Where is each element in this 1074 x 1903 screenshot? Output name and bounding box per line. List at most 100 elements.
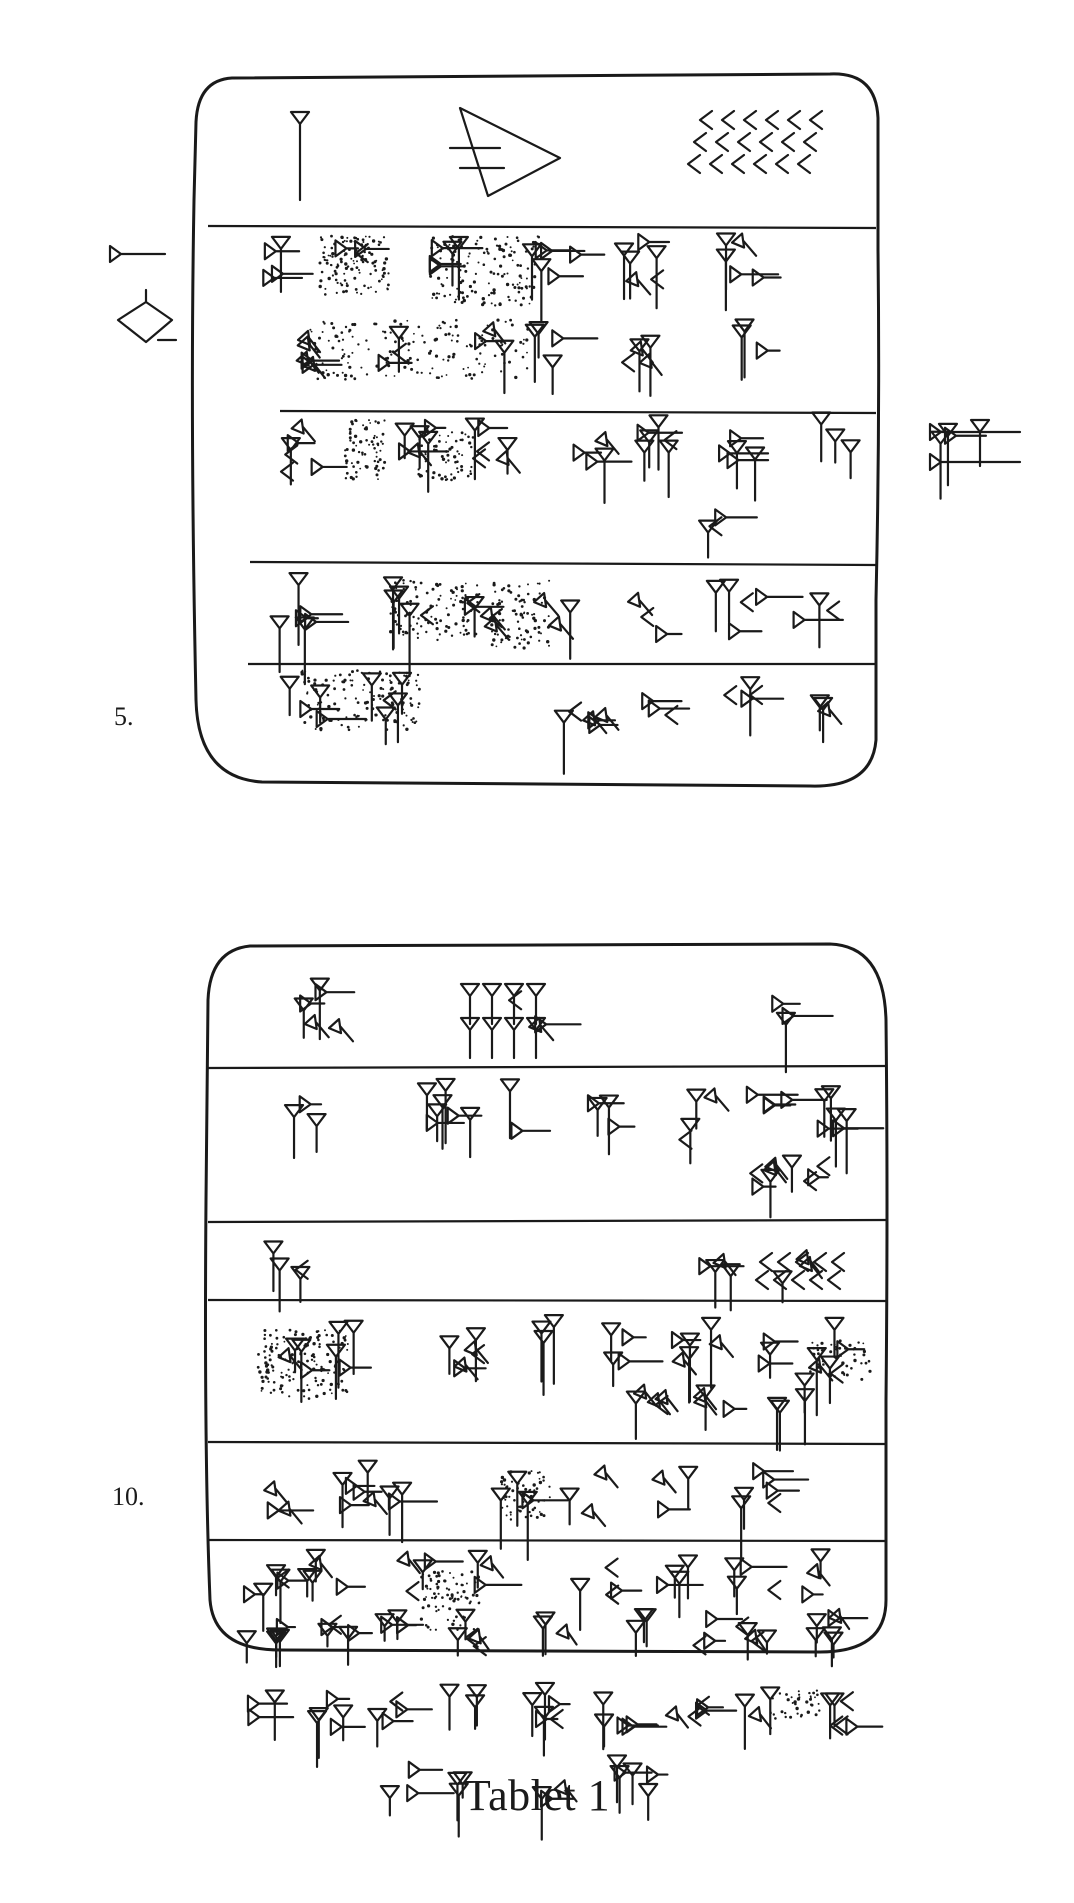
line-number-10: 10. [112,1482,145,1511]
cuneiform-sign [805,1607,869,1668]
cuneiform-sign [269,572,350,686]
cuneiform-sign [522,1681,571,1757]
margin-sign [108,244,178,344]
cuneiform-sign [559,1464,619,1528]
cuneiform-sign [279,418,348,486]
cuneiform-sign [474,321,515,395]
cuneiform-sign [634,414,684,499]
cuneiform-sign [734,1686,781,1751]
cuneiform-sign [820,1691,884,1740]
cuneiform-sign [731,1462,810,1559]
cuneiform-sign [801,1548,831,1604]
cuneiform-sign [781,1154,831,1193]
cuneiform-sign [705,578,804,641]
damaged-area [500,1470,551,1521]
cuneiform-sign [814,1085,885,1175]
cuneiform-sign [626,591,683,644]
ruling-line [207,1298,887,1303]
cuneiform-sign [754,1251,846,1291]
cuneiform-signs [108,106,1022,1841]
cuneiform-sign [439,1327,490,1383]
cuneiform-sign [697,508,758,559]
cuneiform-sign [293,977,356,1043]
damaged-area [769,1689,821,1720]
cuneiform-sign [553,701,620,775]
ruling-line [207,224,877,230]
cuneiform-sign [508,990,582,1042]
cuneiform-sign [317,1614,373,1666]
cuneiform-sign [463,593,510,641]
cuneiform-sign [236,1617,297,1669]
cuneiform-sign [723,676,785,737]
cuneiform-sign [806,1316,866,1417]
cuneiform-sign [394,418,450,493]
upper-tablet-outline [190,72,881,788]
cuneiform-sign [692,1384,748,1431]
ruling-line [207,1440,887,1446]
cuneiform-sign [620,334,663,397]
cuneiform-sign [416,1077,483,1150]
cuneiform-sign [367,1691,433,1748]
cuneiform-sign [613,232,671,310]
cuneiform-sign [698,1252,745,1312]
cuneiform-sign [521,241,606,322]
cuneiform-sign [361,671,413,746]
cuneiform-sign [447,1608,490,1657]
cuneiform-sign [289,106,824,202]
cuneiform-sign [263,1240,311,1313]
cuneiform-sign [447,1771,473,1838]
cuneiform-sign [325,1319,372,1400]
cuneiform-sign [464,417,521,481]
cuneiform-sign [641,692,691,726]
cuneiform-sign [283,1095,327,1160]
cuneiform-sign [379,1481,439,1544]
cuneiform-sign [586,1094,636,1156]
cuneiform-sign [809,694,843,744]
cuneiform-sign [655,1554,704,1619]
cuneiform-sign [692,1609,744,1656]
ruling-line [207,1064,887,1070]
cuneiform-sign [532,1611,578,1657]
ruling-line [207,1538,887,1543]
damaged-areas [256,234,872,1720]
cuneiform-sign [297,1548,366,1602]
cuneiform-sign [242,1564,308,1632]
cuneiform-sign [279,675,368,729]
cuneiform-sign [531,1779,578,1841]
cuneiform-sign [377,325,413,373]
cuneiform-sign [724,1557,788,1616]
cuneiform-sign [467,1549,523,1594]
cuneiform-sign [678,1087,730,1165]
damaged-area [389,579,479,642]
damaged-area [490,579,551,650]
ruling-line [279,409,877,415]
cuneiform-sign [262,235,314,293]
damaged-area [309,318,530,381]
figure-caption: Tablet 1 [463,1771,611,1820]
cuneiform-sign [651,1465,699,1519]
damaged-area [809,1339,872,1381]
damaged-area [300,669,421,732]
cuneiform-sign [606,1754,669,1821]
cuneiform-sign [439,1683,487,1731]
damaged-area [343,418,387,481]
cuneiform-sign [928,418,1022,472]
cuneiform-sign [601,1322,664,1388]
cuneiform-sign [715,232,782,312]
cuneiform-sign [459,982,547,1060]
cuneiform-sign [524,321,599,396]
cuneiform-sign [731,318,781,381]
cuneiform-sign [460,1078,552,1159]
cuneiform-sign [930,422,988,500]
cuneiform-sign [246,1689,295,1742]
cuneiform-sign [670,1316,735,1404]
cuneiform-sign [490,1470,570,1561]
lower-tablet [204,942,889,1654]
damaged-area [318,234,390,296]
damaged-area [256,1328,349,1400]
cuneiform-sign [379,1760,455,1817]
cuneiform-sign [570,1557,643,1632]
cuneiform-sign [811,411,861,480]
